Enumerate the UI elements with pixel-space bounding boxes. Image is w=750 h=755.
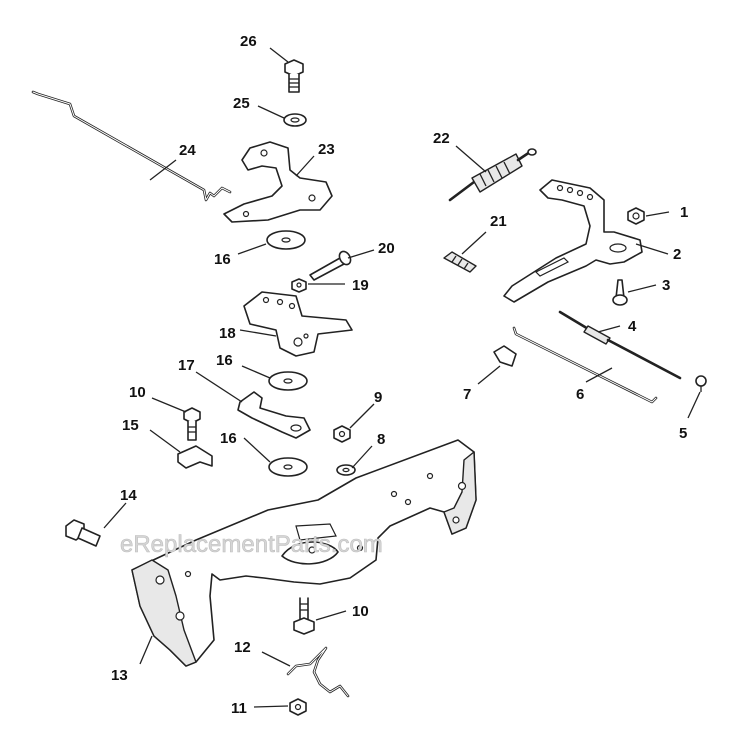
callout-3: 3 <box>662 277 670 294</box>
part-24-rod <box>31 90 232 202</box>
part-3-pin <box>612 279 628 306</box>
part-21-spring <box>443 251 477 273</box>
part-16-washer-middle <box>268 371 308 391</box>
part-23-bracket <box>223 141 333 223</box>
part-11-nut <box>289 698 307 716</box>
part-5-screw <box>695 375 707 392</box>
part-8-nut <box>336 464 356 476</box>
part-1-nut <box>627 207 645 225</box>
callout-18: 18 <box>219 325 236 342</box>
callout-15: 15 <box>122 417 139 434</box>
callout-14: 14 <box>120 487 137 504</box>
callout-5: 5 <box>679 425 687 442</box>
part-2-lever <box>503 179 643 303</box>
part-9-nut <box>333 425 351 443</box>
part-18-plate <box>243 291 353 357</box>
callout-16-top: 16 <box>214 251 231 268</box>
callout-26: 26 <box>240 33 257 50</box>
part-17-arm <box>237 391 311 439</box>
part-6-rod <box>512 326 658 404</box>
part-14-bolt <box>65 519 101 547</box>
callout-21: 21 <box>490 213 507 230</box>
part-25-washer <box>283 113 307 127</box>
callout-13: 13 <box>111 667 128 684</box>
callout-11: 11 <box>231 700 247 717</box>
callout-17: 17 <box>178 357 195 374</box>
part-10-bolt-upper <box>183 407 201 441</box>
part-10-bolt-lower <box>293 597 315 635</box>
part-19-nut <box>291 278 307 293</box>
callout-8: 8 <box>377 431 385 448</box>
part-16-washer-bottom <box>268 457 308 477</box>
callout-16-middle: 16 <box>216 352 233 369</box>
callout-19: 19 <box>352 277 369 294</box>
callout-10-upper: 10 <box>129 384 146 401</box>
callout-1: 1 <box>680 204 688 221</box>
part-26-bolt <box>284 59 304 93</box>
callout-6: 6 <box>576 386 584 403</box>
part-16-washer-top <box>266 230 306 250</box>
callout-10-lower: 10 <box>352 603 369 620</box>
callout-labels: 1 2 3 4 5 6 7 8 9 10 10 11 12 13 14 15 1… <box>111 33 688 717</box>
part-7-clip <box>493 345 517 367</box>
callout-7: 7 <box>463 386 471 403</box>
callout-16-bottom: 16 <box>220 430 237 447</box>
callout-9: 9 <box>374 389 382 406</box>
part-4-cable <box>558 310 682 380</box>
leader-lines <box>103 47 701 708</box>
callout-22: 22 <box>433 130 450 147</box>
part-22-spring <box>448 148 537 202</box>
callout-12: 12 <box>234 639 251 656</box>
part-15-clip <box>177 445 213 469</box>
callout-2: 2 <box>673 246 681 263</box>
callout-4: 4 <box>628 318 637 335</box>
part-20-screw <box>309 250 352 281</box>
callout-24: 24 <box>179 142 196 159</box>
part-12-spring <box>286 646 350 698</box>
watermark-text: eReplacementParts.com <box>120 531 383 558</box>
callout-20: 20 <box>378 240 395 257</box>
callout-25: 25 <box>233 95 250 112</box>
part-13-base-plate <box>131 439 477 667</box>
callout-23: 23 <box>318 141 335 158</box>
